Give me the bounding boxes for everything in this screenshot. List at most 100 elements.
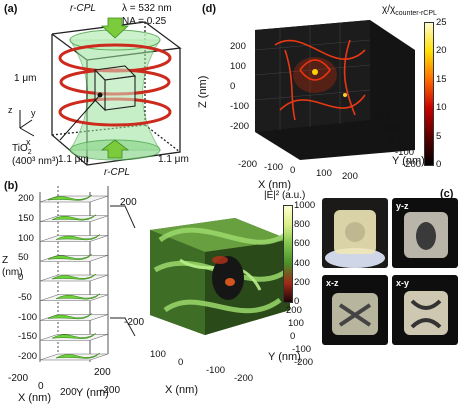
d-colorbar-tick: 25 [436,17,447,28]
model-in-hand-drawing [325,210,385,268]
model-yz-drawing [404,212,448,258]
stack-z-tick: -50 [18,291,32,303]
dim-left-label: 1 μm [14,73,37,84]
cube-y-tick: 0 [290,331,296,342]
d-colorbar-tick: 20 [436,45,447,57]
d-z-tick: -100 [230,101,250,112]
stack-field-slice [51,214,97,221]
d-colorbar-tick: 15 [436,73,447,85]
stack-y-tick-1: -200 [100,385,121,396]
e-colorbar-tick: 0 [294,296,300,307]
e-colorbar-title: |E|² (a.u.) [264,190,306,201]
stack-z-tick: -200 [18,351,38,362]
cube-x-label: X (nm) [165,384,198,396]
stack-y-label: Y (nm) [76,387,109,399]
stack-y-tick-0: 200 [94,367,111,378]
photo-hand-model [322,198,388,268]
dim-bottom-label: 1.1 μm [58,154,89,165]
d-colorbar-tick: 5 [436,130,442,142]
cube-x-tick: 100 [150,349,166,360]
d-x-tick: -100 [264,162,284,173]
panel-a-label: (a) [4,3,18,15]
d-x-label: X (nm) [258,179,291,191]
stack-x-label: X (nm) [18,392,51,404]
axis-y-label: y [31,108,36,118]
rcpl-top-label: r-CPL [70,3,96,14]
stack-z-tick: 150 [18,212,34,224]
cube-x-tick: -200 [234,373,254,384]
d-z-tick: 100 [230,61,246,72]
d-colorbar-title: χ/χcounter-rCPL [382,4,437,18]
e-colorbar-tick: 200 [294,276,310,288]
panel-d-label: (d) [202,3,217,15]
stack-field-slice [55,293,101,300]
stack-x-tick-2: 200 [60,387,77,398]
stack-field-slice [47,313,93,320]
rcpl-bottom-label: r-CPL [104,167,130,178]
cube-y-label: Y (nm) [268,351,301,363]
d-y-tick: -100 [395,147,415,158]
na-label: NA = 0.25 [122,16,167,27]
cube-x-tick: -100 [206,365,226,376]
volume-label: (400³ nm³) [12,156,59,167]
stack-field-slice [51,273,97,280]
stack-field-slice [55,234,101,241]
field-cube [150,218,290,335]
model-xz-drawing [332,293,378,335]
stack-field-slice [47,254,93,260]
stack-z-tick: 200 [18,193,34,204]
e-colorbar-tick: 1000 [294,200,316,211]
d-y-tick: 0 [388,135,394,146]
chirality-cube [255,20,415,160]
d-x-tick: 200 [342,171,358,182]
callout-bottom-label: -200 [124,317,145,328]
e-colorbar-tick: 600 [294,238,310,250]
e-colorbar-tick: 400 [294,257,310,269]
d-z-tick: -200 [230,121,250,132]
photo-yz-tag: y-z [396,201,409,211]
stack-field-slice [55,352,101,359]
photo-yz: y-z [392,198,458,268]
material-label: TiO2 [12,143,32,157]
d-x-tick: 100 [316,168,332,179]
d-z-tick: 0 [230,81,236,92]
panel-b-label: (b) [4,180,19,192]
cube-y-tick: 200 [286,305,302,316]
photo-xy-tag: x-y [396,278,410,288]
stack-z-tick: 50 [18,252,29,264]
d-z-label: Z (nm) [197,75,209,108]
d-y-tick: 200 [374,111,390,122]
callout-top-label: 200 [120,197,137,208]
stack-z-tick: -150 [18,331,38,343]
cube-x-tick: 0 [178,357,184,368]
panel-a-illustration [19,17,182,166]
photo-xz-tag: x-z [326,278,339,288]
d-x-tick: -200 [238,159,258,170]
stack-z-tick: 0 [18,272,24,283]
slice-stack [39,186,136,362]
panel-c-label: (c) [440,188,454,200]
d-y-label: Y (nm) [392,155,425,167]
photo-xy: x-y [392,275,458,345]
stack-field-slice [51,333,97,339]
axis-x-label: x [26,137,31,147]
d-z-tick: 200 [230,41,246,52]
cube-y-tick: -100 [292,344,312,355]
dim-right-label: 1.1 μm [158,154,189,165]
wavelength-label: λ = 532 nm [122,3,172,14]
d-colorbar-tick: 0 [436,159,442,170]
e-colorbar-tick: 800 [294,219,310,231]
d-colorbar [424,22,434,166]
d-y-tick: 100 [381,123,397,134]
d-x-tick: 0 [290,165,296,176]
photo-xz: x-z [322,275,388,345]
stack-z-tick: -100 [18,311,38,323]
stack-x-tick-0: -200 [8,373,29,384]
stack-field-slice [47,194,93,201]
stack-x-tick-1: 0 [38,381,44,392]
axis-z-label: z [8,105,13,115]
stack-z-axis-label: Z (nm) [2,255,23,278]
e-colorbar [283,205,293,303]
d-y-tick: -200 [402,159,422,170]
model-xy-drawing [404,291,448,335]
